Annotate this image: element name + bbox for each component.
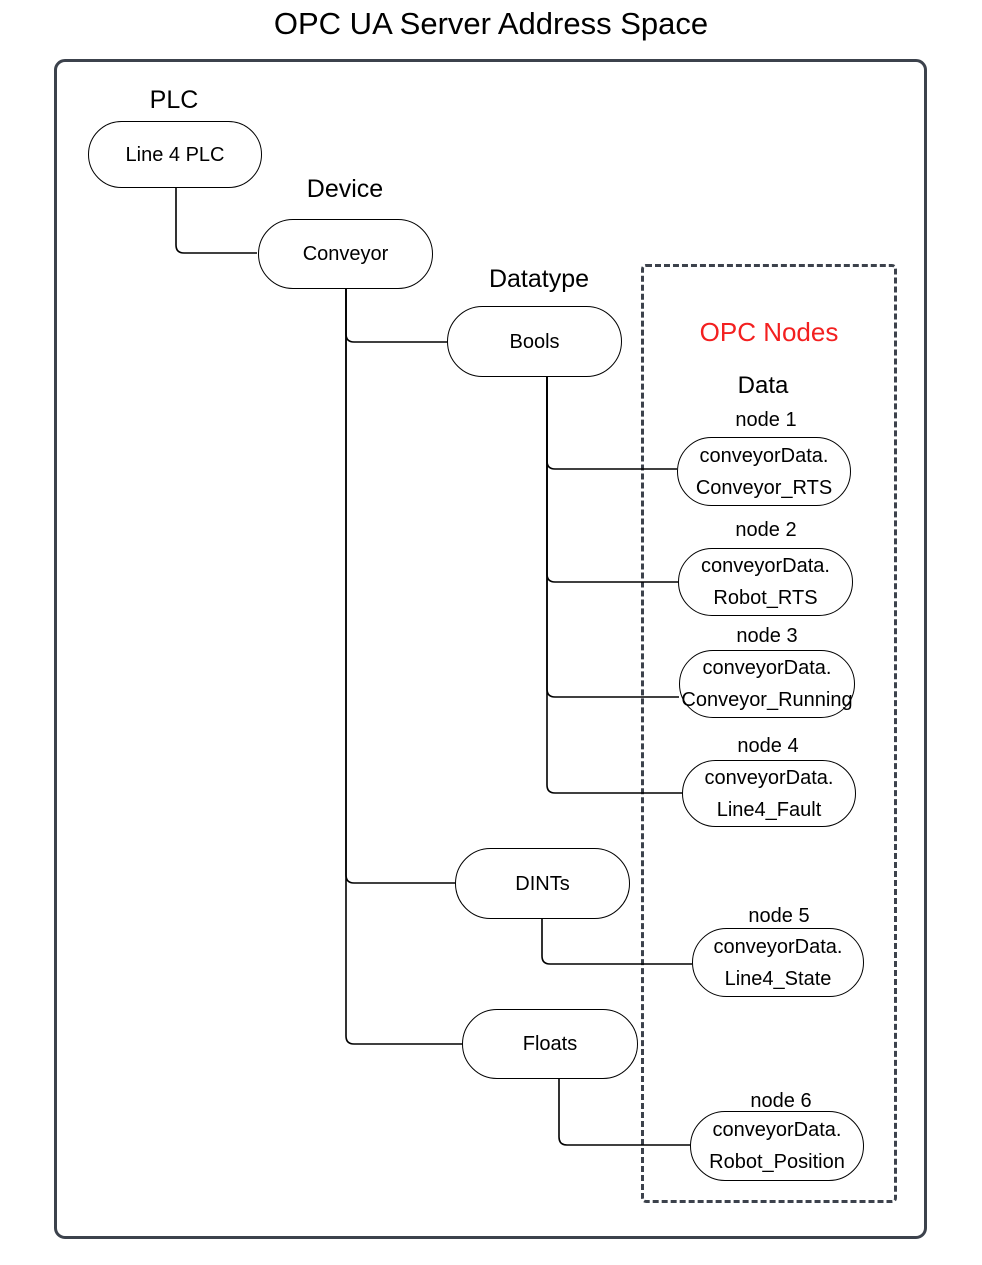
diagram-title: OPC UA Server Address Space [273, 6, 709, 41]
label-node-4: node 4 [737, 735, 799, 757]
node-dints: DINTs [455, 848, 630, 919]
edge-conveyor-bools [345, 289, 447, 343]
node-floats: Floats [462, 1009, 638, 1079]
node-conveyor-rts: conveyorData. Conveyor_RTS [677, 437, 851, 506]
address-space-frame [54, 59, 927, 1239]
node-robot-position: conveyorData. Robot_Position [690, 1111, 864, 1181]
edge-bools-node1 [546, 377, 677, 470]
label-node-3: node 3 [736, 625, 798, 647]
edge-plc-conveyor [175, 188, 257, 254]
node-bools: Bools [447, 306, 622, 377]
label-data: Data [737, 372, 789, 399]
label-node-1: node 1 [735, 409, 797, 431]
edge-bools-node2 [546, 377, 678, 583]
edge-bools-node4 [546, 377, 682, 794]
node-conveyor-running: conveyorData. Conveyor_Running [679, 650, 855, 718]
edge-bools-node3 [546, 377, 679, 698]
edge-conveyor-dints [345, 289, 455, 884]
edge-conveyor-floats [345, 289, 462, 1045]
label-plc: PLC [149, 86, 199, 114]
opc-nodes-region [641, 264, 897, 1203]
node-line4-fault: conveyorData. Line4_Fault [682, 760, 856, 827]
node-robot-rts: conveyorData. Robot_RTS [678, 548, 853, 616]
node-conveyor: Conveyor [258, 219, 433, 289]
node-line4-plc: Line 4 PLC [88, 121, 262, 188]
label-node-6: node 6 [750, 1090, 812, 1112]
edge-floats-node6 [558, 1079, 690, 1146]
label-datatype: Datatype [488, 265, 590, 293]
edge-dints-node5 [541, 919, 692, 965]
label-node-5: node 5 [748, 905, 810, 927]
label-device: Device [306, 175, 384, 203]
label-opc-nodes: OPC Nodes [699, 317, 839, 347]
label-node-2: node 2 [735, 519, 797, 541]
node-line4-state: conveyorData. Line4_State [692, 928, 864, 997]
